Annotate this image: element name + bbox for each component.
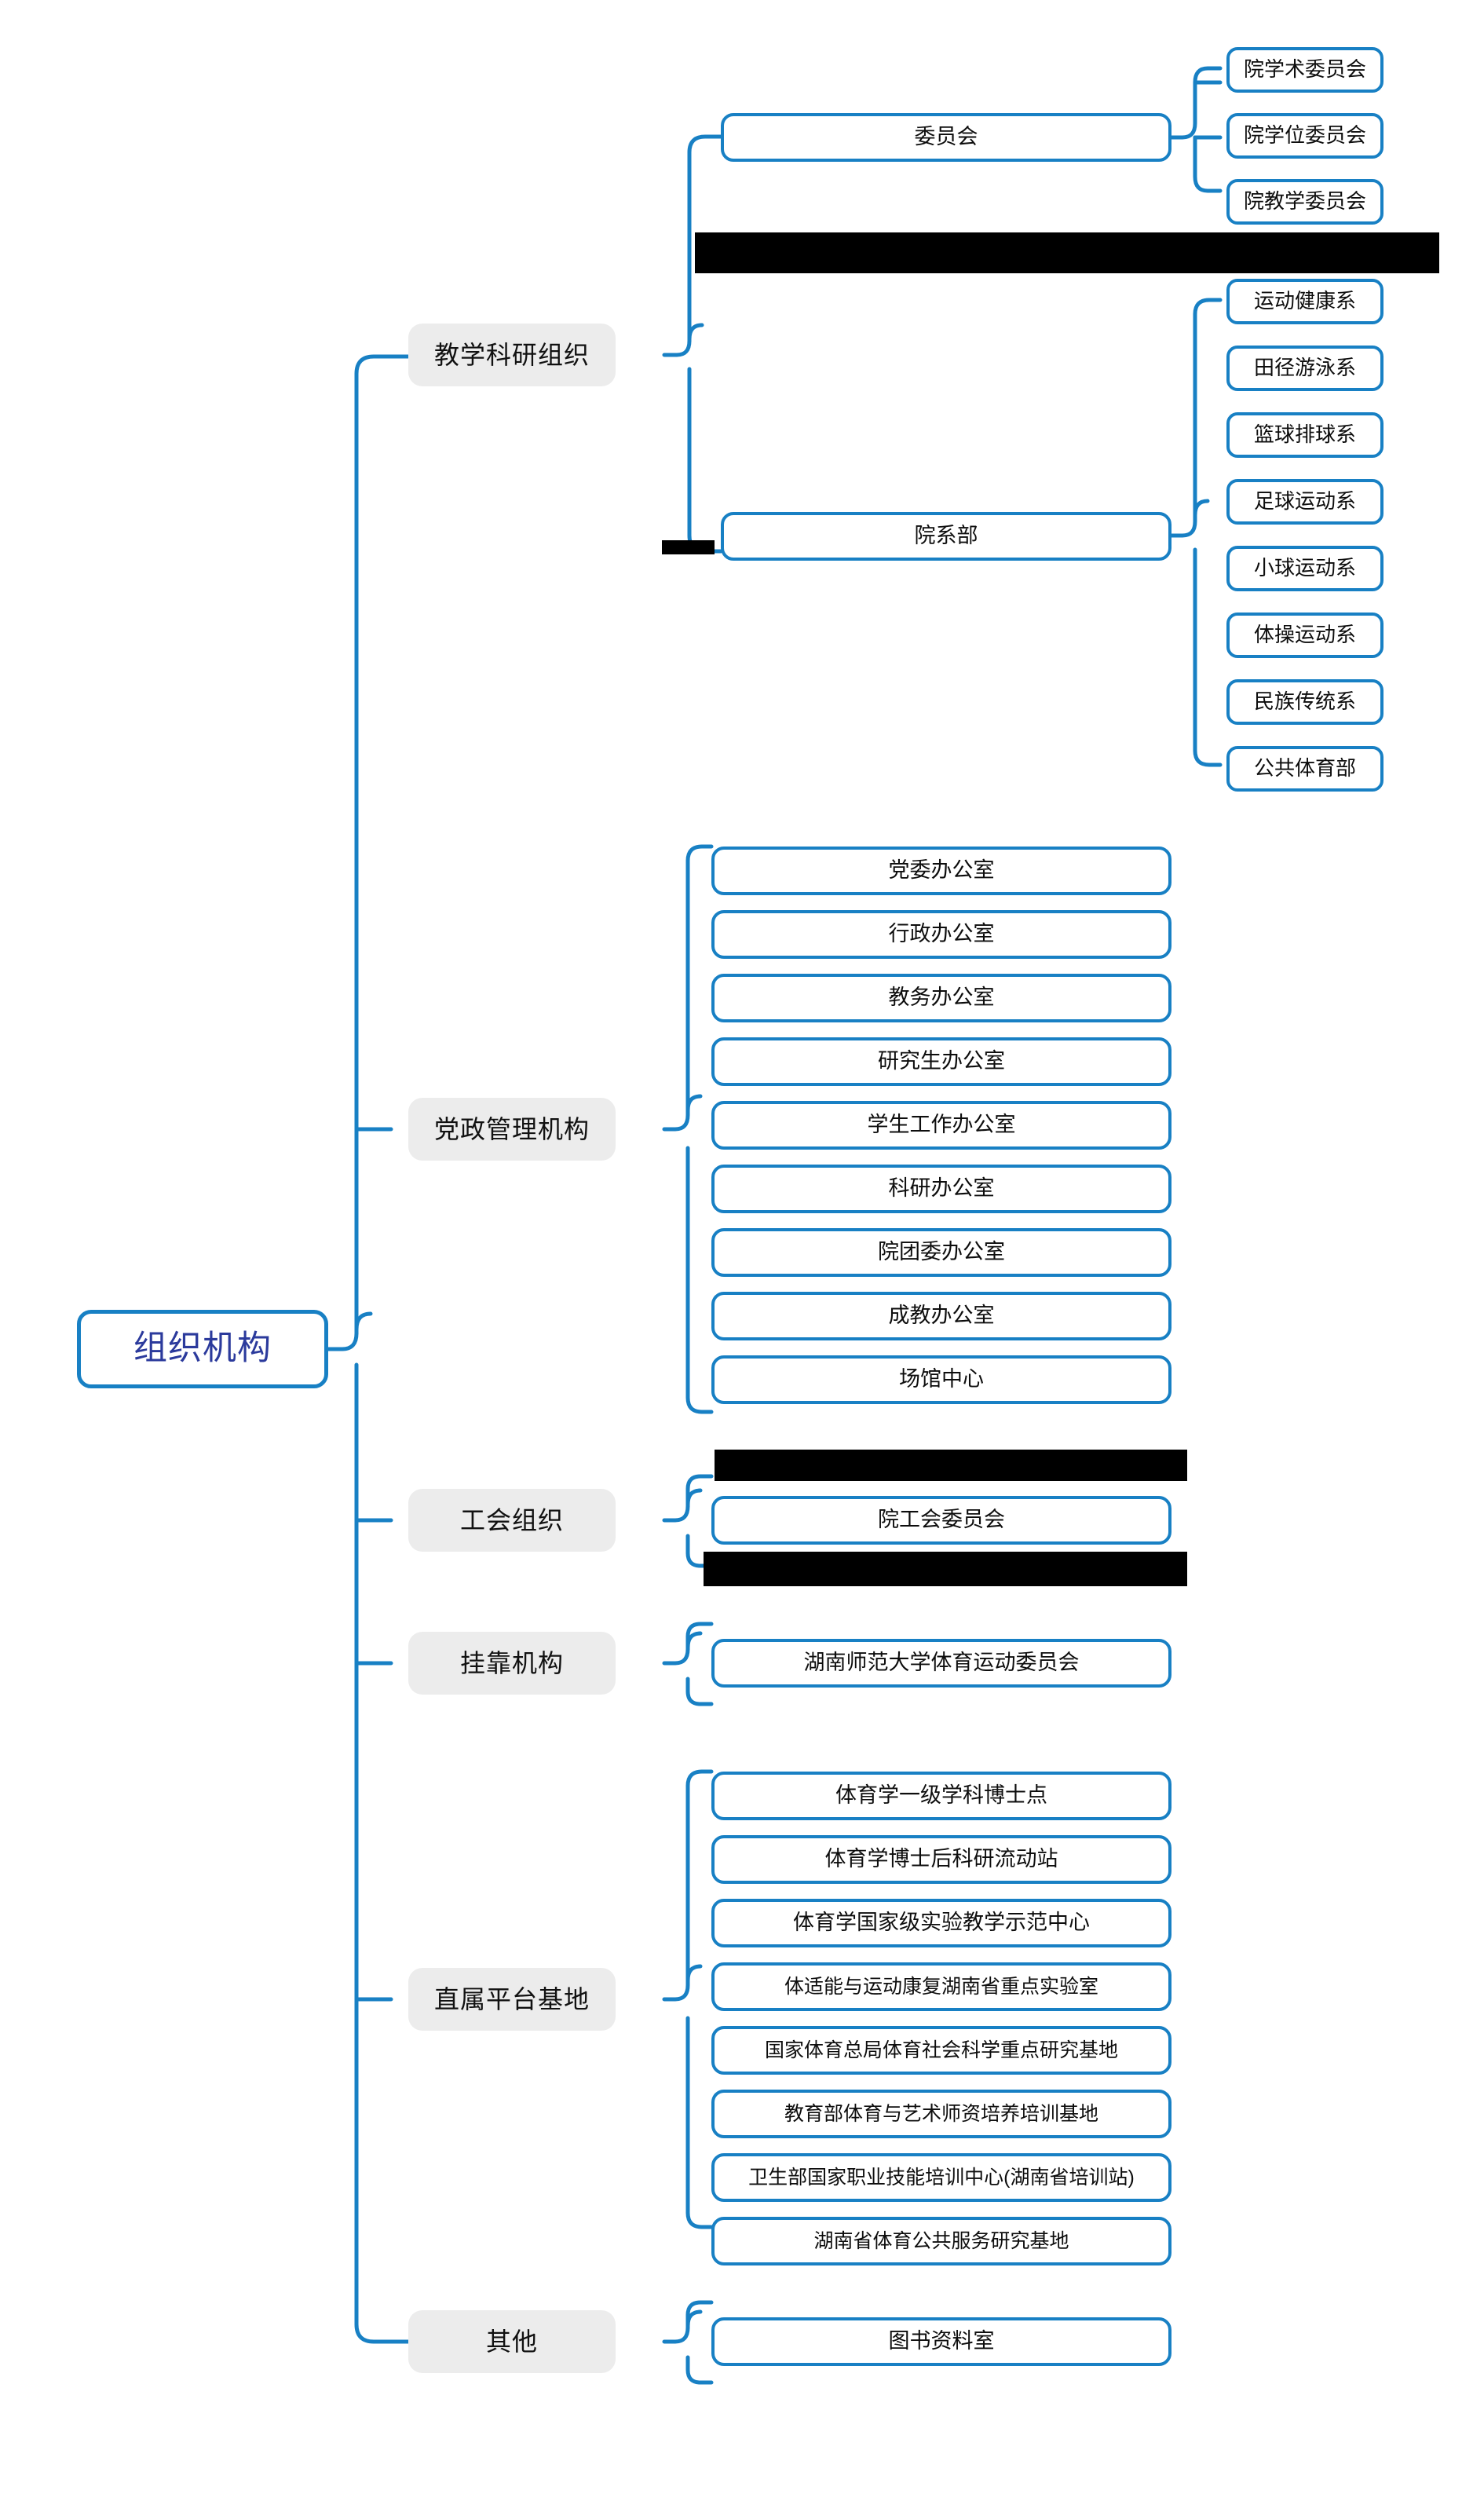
category-party-admin[interactable]: 党政管理机构: [408, 1098, 616, 1161]
leaf-social-science-base-label: 国家体育总局体育社会科学重点研究基地: [764, 2039, 1118, 2061]
leaf-academic-committee-label: 院学术委员会: [1243, 57, 1366, 82]
leaf-dept-gymnastics[interactable]: 体操运动系: [1226, 613, 1383, 658]
leaf-admin-office[interactable]: 行政办公室: [711, 910, 1171, 959]
leaf-dept-football[interactable]: 足球运动系: [1226, 479, 1383, 525]
leaf-fitness-rehab-lab-label: 体适能与运动康复湖南省重点实验室: [784, 1975, 1098, 1998]
leaf-dept-basketball-volleyball-label: 篮球排球系: [1253, 422, 1356, 447]
leaf-continuing-education-office-label: 成教办公室: [888, 1304, 995, 1328]
leaf-dept-athletics-swimming[interactable]: 田径游泳系: [1226, 346, 1383, 391]
leaf-degree-committee-label: 院学位委员会: [1243, 123, 1366, 148]
root-node-label: 组织机构: [133, 1329, 272, 1368]
category-other[interactable]: 其他: [408, 2310, 616, 2373]
leaf-youth-league-office[interactable]: 院团委办公室: [711, 1228, 1171, 1277]
leaf-academic-affairs-office[interactable]: 教务办公室: [711, 974, 1171, 1022]
redaction-bar-departments-left: [662, 540, 715, 554]
leaf-national-demo-center[interactable]: 体育学国家级实验教学示范中心: [711, 1899, 1171, 1947]
category-affiliated[interactable]: 挂靠机构: [408, 1632, 616, 1695]
leaf-public-service-base-label: 湖南省体育公共服务研究基地: [813, 2229, 1069, 2252]
leaf-vocational-training-center[interactable]: 卫生部国家职业技能培训中心(湖南省培训站): [711, 2153, 1171, 2202]
leaf-teacher-training-base[interactable]: 教育部体育与艺术师资培养培训基地: [711, 2090, 1171, 2138]
category-teaching-research[interactable]: 教学科研组织: [408, 324, 616, 386]
leaf-postdoc-station[interactable]: 体育学博士后科研流动站: [711, 1835, 1171, 1884]
leaf-phd-program-label: 体育学一级学科博士点: [835, 1783, 1047, 1808]
group-departments[interactable]: 院系部: [721, 512, 1171, 561]
leaf-student-affairs-office[interactable]: 学生工作办公室: [711, 1101, 1171, 1150]
leaf-party-office-label: 党委办公室: [888, 858, 995, 883]
leaf-library-resource-room[interactable]: 图书资料室: [711, 2317, 1171, 2366]
leaf-venue-center[interactable]: 场馆中心: [711, 1355, 1171, 1404]
leaf-hunan-normal-sports-committee[interactable]: 湖南师范大学体育运动委员会: [711, 1639, 1171, 1688]
group-departments-label: 院系部: [914, 524, 978, 548]
leaf-teaching-committee[interactable]: 院教学委员会: [1226, 179, 1383, 225]
leaf-hunan-normal-sports-committee-label: 湖南师范大学体育运动委员会: [803, 1651, 1080, 1675]
leaf-academic-committee[interactable]: 院学术委员会: [1226, 47, 1383, 93]
leaf-student-affairs-office-label: 学生工作办公室: [867, 1113, 1016, 1137]
category-direct-platforms-label: 直属平台基地: [433, 1984, 590, 2013]
leaf-dept-ethnic-traditional-label: 民族传统系: [1253, 689, 1356, 714]
leaf-social-science-base[interactable]: 国家体育总局体育社会科学重点研究基地: [711, 2026, 1171, 2075]
leaf-library-resource-room-label: 图书资料室: [888, 2329, 995, 2353]
category-union[interactable]: 工会组织: [408, 1489, 616, 1552]
leaf-youth-league-office-label: 院团委办公室: [878, 1240, 1005, 1264]
leaf-postdoc-station-label: 体育学博士后科研流动站: [824, 1847, 1058, 1871]
leaf-dept-public-pe-label: 公共体育部: [1253, 756, 1356, 781]
leaf-research-office-label: 科研办公室: [888, 1176, 995, 1201]
leaf-graduate-office-label: 研究生办公室: [878, 1049, 1005, 1073]
category-other-label: 其他: [485, 2327, 538, 2356]
root-node-organization[interactable]: 组织机构: [77, 1310, 328, 1388]
leaf-union-committee-label: 院工会委员会: [878, 1508, 1005, 1532]
category-direct-platforms[interactable]: 直属平台基地: [408, 1968, 616, 2031]
group-committee-label: 委员会: [914, 125, 978, 149]
redaction-bar-top: [695, 232, 1439, 273]
redaction-bar-union-upper: [715, 1450, 1187, 1481]
leaf-vocational-training-center-label: 卫生部国家职业技能培训中心(湖南省培训站): [748, 2166, 1135, 2189]
leaf-fitness-rehab-lab[interactable]: 体适能与运动康复湖南省重点实验室: [711, 1962, 1171, 2011]
leaf-continuing-education-office[interactable]: 成教办公室: [711, 1292, 1171, 1340]
leaf-degree-committee[interactable]: 院学位委员会: [1226, 113, 1383, 159]
redaction-bar-union-lower: [704, 1552, 1187, 1586]
leaf-dept-gymnastics-label: 体操运动系: [1253, 623, 1356, 647]
leaf-phd-program[interactable]: 体育学一级学科博士点: [711, 1772, 1171, 1820]
leaf-dept-sports-health-label: 运动健康系: [1253, 289, 1356, 313]
leaf-union-committee[interactable]: 院工会委员会: [711, 1496, 1171, 1545]
leaf-dept-football-label: 足球运动系: [1253, 489, 1356, 514]
leaf-dept-athletics-swimming-label: 田径游泳系: [1253, 356, 1356, 380]
leaf-teacher-training-base-label: 教育部体育与艺术师资培养培训基地: [784, 2102, 1098, 2125]
leaf-graduate-office[interactable]: 研究生办公室: [711, 1037, 1171, 1086]
leaf-dept-sports-health[interactable]: 运动健康系: [1226, 279, 1383, 324]
leaf-teaching-committee-label: 院教学委员会: [1243, 189, 1366, 214]
category-teaching-research-label: 教学科研组织: [433, 340, 590, 369]
leaf-dept-public-pe[interactable]: 公共体育部: [1226, 746, 1383, 792]
category-union-label: 工会组织: [459, 1505, 564, 1534]
leaf-venue-center-label: 场馆中心: [899, 1367, 984, 1391]
leaf-research-office[interactable]: 科研办公室: [711, 1165, 1171, 1213]
leaf-dept-small-ball-label: 小球运动系: [1253, 556, 1356, 580]
leaf-party-office[interactable]: 党委办公室: [711, 847, 1171, 895]
leaf-admin-office-label: 行政办公室: [888, 922, 995, 946]
leaf-national-demo-center-label: 体育学国家级实验教学示范中心: [793, 1911, 1090, 1935]
leaf-dept-basketball-volleyball[interactable]: 篮球排球系: [1226, 412, 1383, 458]
category-party-admin-label: 党政管理机构: [433, 1114, 590, 1143]
leaf-dept-ethnic-traditional[interactable]: 民族传统系: [1226, 679, 1383, 725]
leaf-dept-small-ball[interactable]: 小球运动系: [1226, 546, 1383, 591]
leaf-academic-affairs-office-label: 教务办公室: [888, 986, 995, 1010]
group-committee[interactable]: 委员会: [721, 113, 1171, 162]
category-affiliated-label: 挂靠机构: [459, 1648, 564, 1677]
leaf-public-service-base[interactable]: 湖南省体育公共服务研究基地: [711, 2217, 1171, 2265]
